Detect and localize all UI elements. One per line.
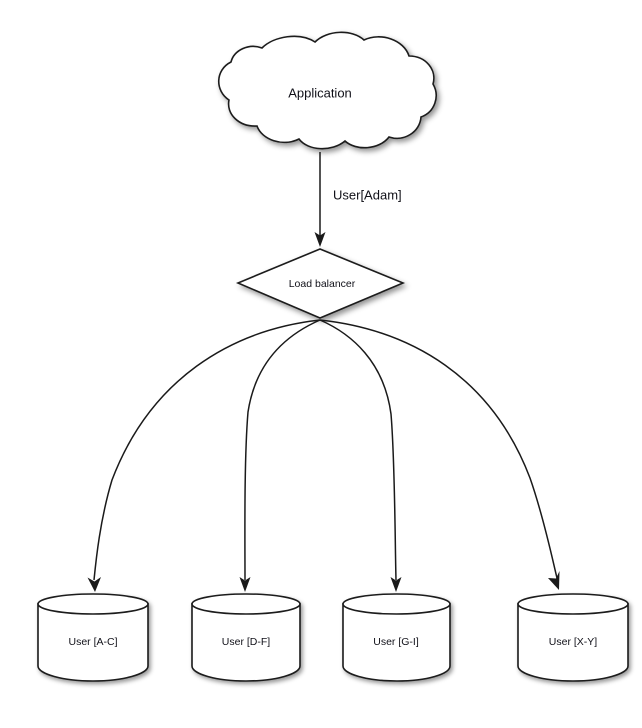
arrow-head-icon [87, 577, 101, 592]
node-application-label: Application [288, 85, 352, 100]
arrow-head-icon [239, 577, 251, 592]
edge-application-to-load-balancer: User[Adam] [314, 152, 402, 247]
node-database-2-label: User [D-F] [222, 636, 270, 648]
node-load-balancer[interactable]: Load balancer [235, 248, 406, 319]
edge-balancer-to-db-2 [239, 319, 321, 592]
edge-balancer-to-db-4 [319, 319, 560, 590]
node-load-balancer-label: Load balancer [289, 278, 356, 290]
node-application[interactable]: Application [217, 31, 437, 150]
edge-balancer-to-db-3 [319, 319, 402, 592]
edge-balancer-to-db-1 [87, 319, 321, 592]
node-database-4-label: User [X-Y] [549, 636, 598, 648]
node-database-3-label: User [G-I] [373, 636, 419, 648]
node-database-2[interactable]: User [D-F] [191, 593, 301, 682]
node-database-1-label: User [A-C] [68, 636, 117, 648]
arrow-head-icon [390, 577, 402, 592]
arrow-head-icon [314, 232, 326, 247]
node-database-4[interactable]: User [X-Y] [517, 593, 629, 682]
arrow-head-icon [548, 571, 560, 590]
node-database-3[interactable]: User [G-I] [342, 593, 451, 682]
node-database-1[interactable]: User [A-C] [37, 593, 149, 682]
edge-label-user-adam: User[Adam] [333, 187, 402, 202]
